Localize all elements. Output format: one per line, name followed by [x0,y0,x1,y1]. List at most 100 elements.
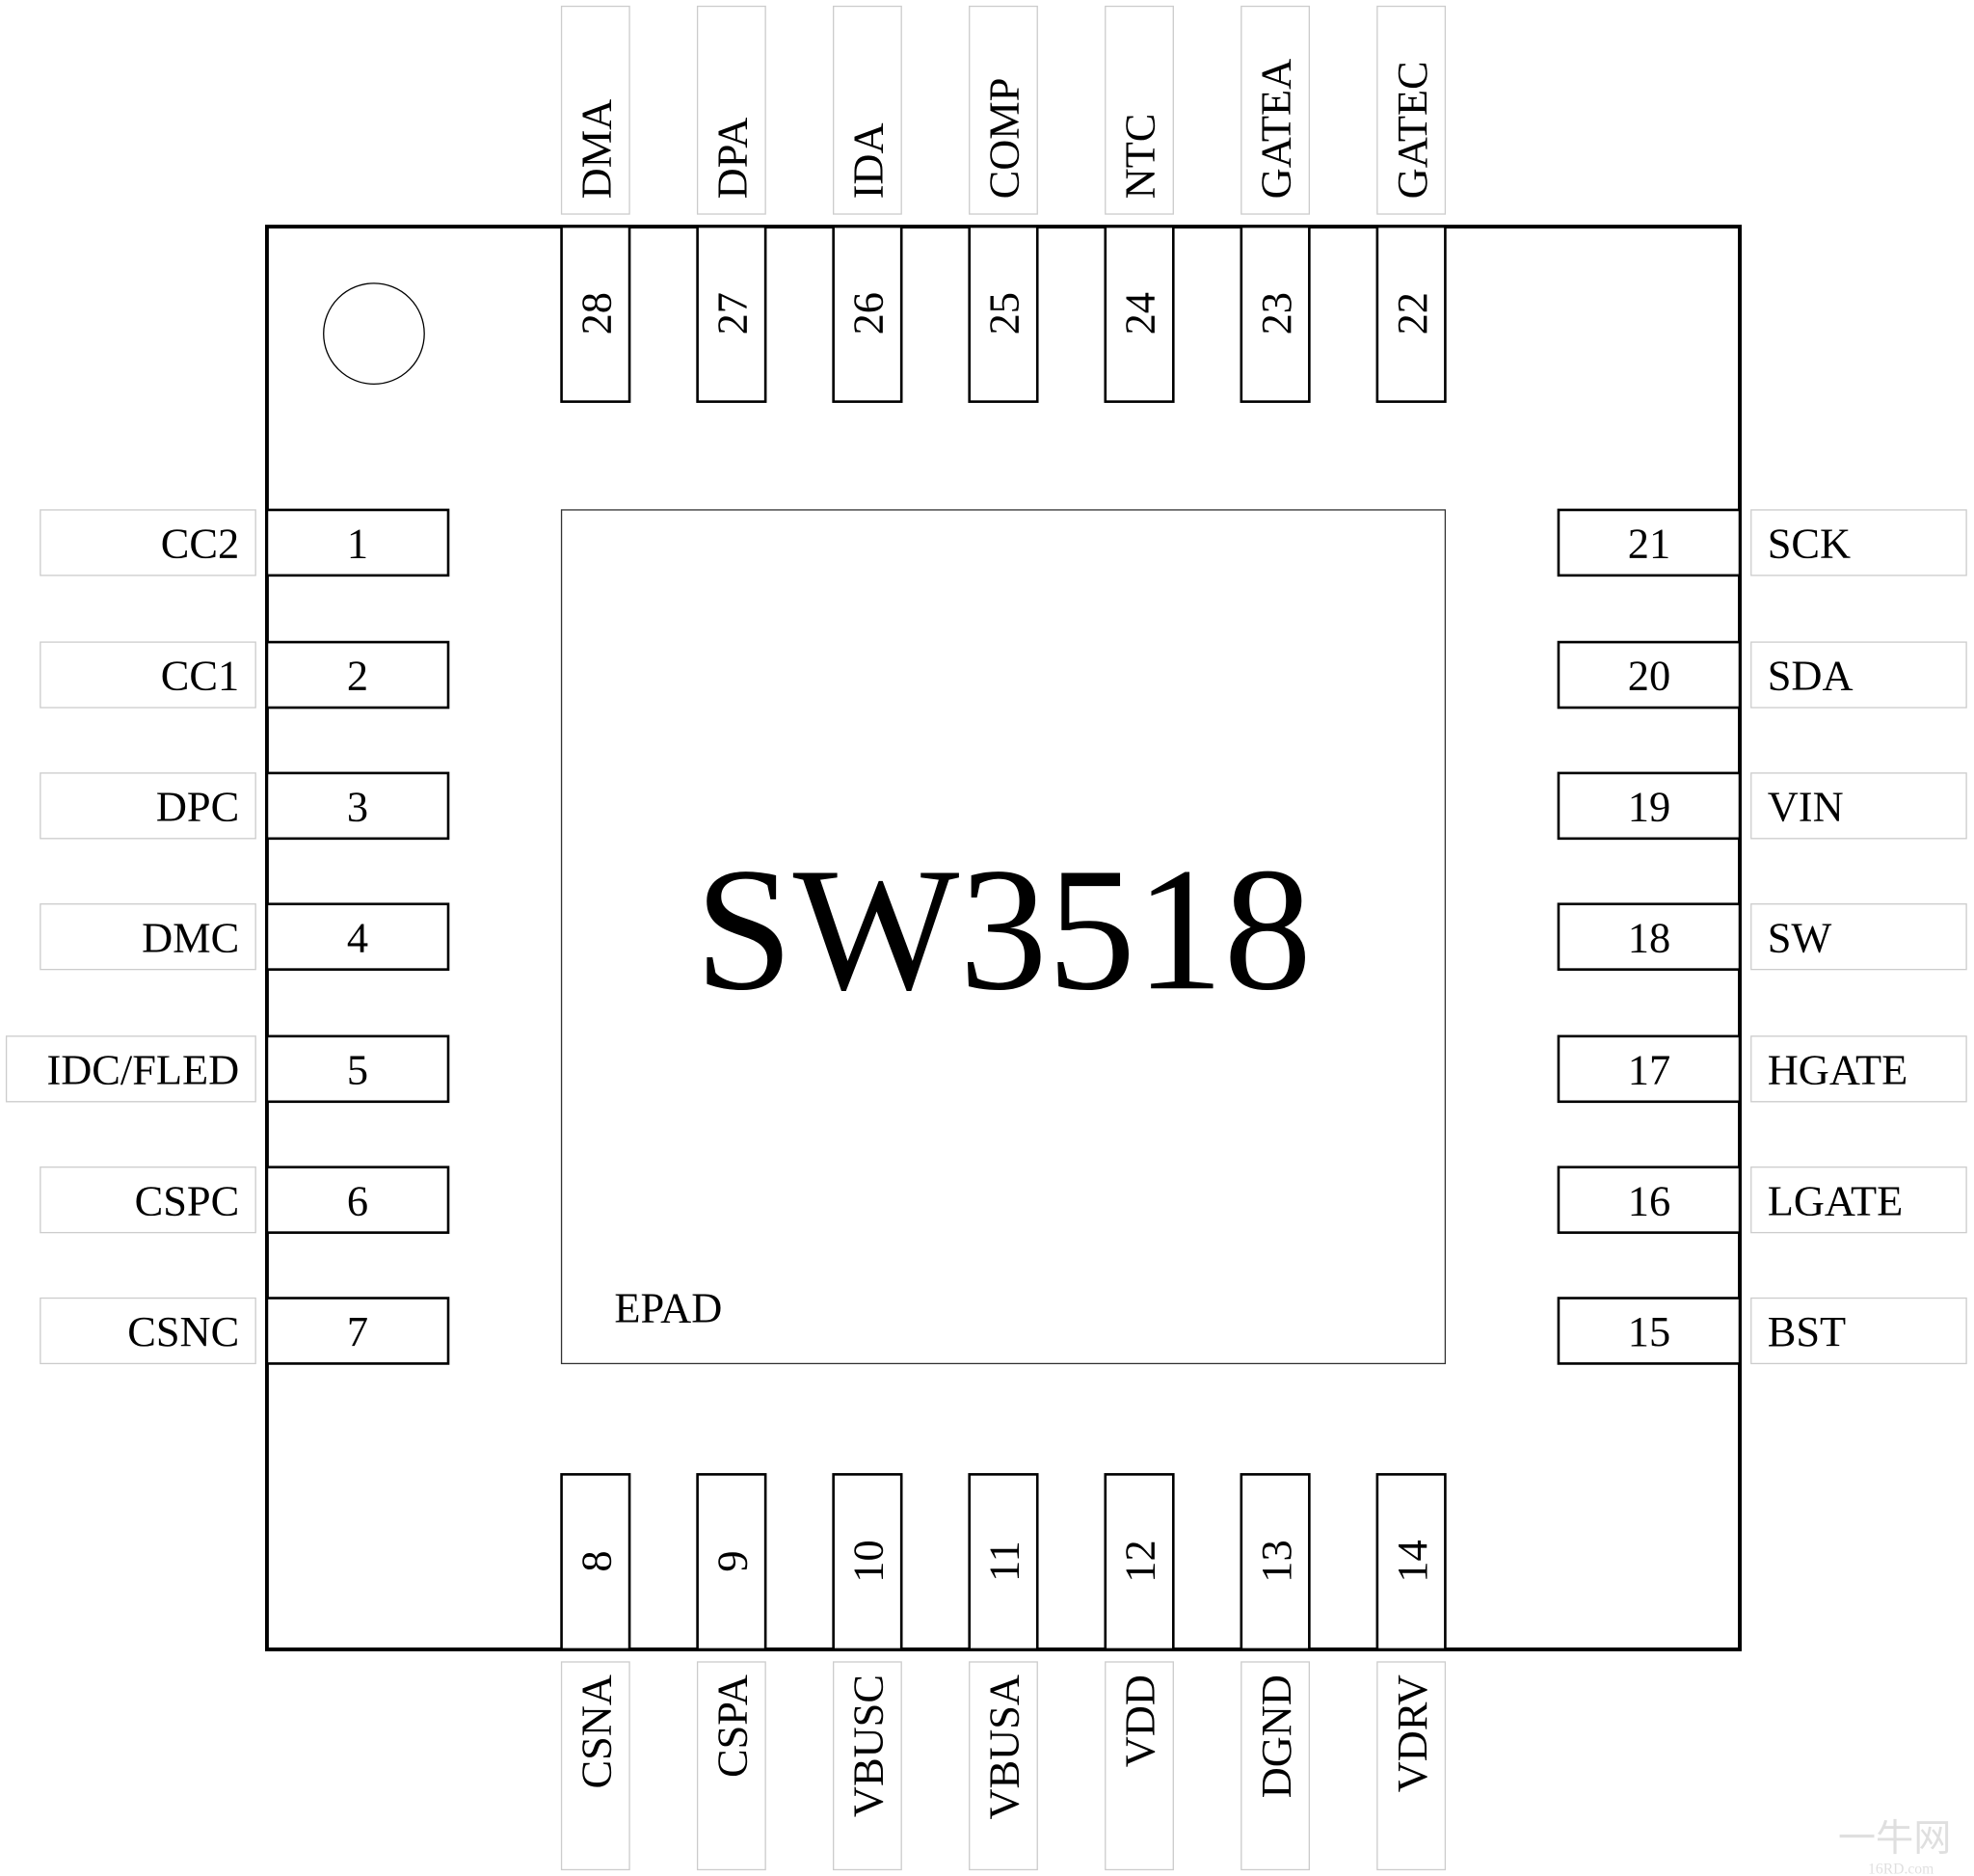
pin-27: 27 DPA [696,5,767,403]
pin-number: 16 [1628,1176,1670,1224]
pin-number: 3 [347,783,368,831]
chip-name: SW3518 [695,831,1312,1027]
pin-pad [265,902,450,971]
pin-label-box [1240,5,1310,215]
pin-label-box [560,5,630,215]
watermark: 一牛网 16RD.com [1838,1818,1952,1876]
pin-label-box [40,641,256,709]
pin-label-box [1105,5,1174,215]
pin-pad [1557,1166,1742,1234]
pin-number: 25 [980,292,1028,335]
pin-18: 18 SW [1557,902,1967,971]
pin1-marker [323,282,425,385]
pin-number: 24 [1116,292,1164,335]
watermark-text: 一牛网 [1838,1818,1952,1860]
pin-pad [560,225,631,403]
pin-pad [1104,1473,1175,1651]
pin-label: GATEA [1252,59,1300,199]
pin-label: VDRV [1388,1675,1436,1792]
pin-label-box [560,1661,630,1871]
pin-label-box [1240,1661,1310,1871]
pin-pad [1557,640,1742,710]
pin-label: SDA [1768,652,1854,700]
pin-number: 4 [347,913,368,961]
pin-label: HGATE [1768,1046,1907,1094]
pin-pad [696,1473,767,1651]
pin-pad [1557,508,1742,577]
pin-label-box [1750,509,1967,576]
pin-number: 20 [1628,652,1670,700]
pin-pad [265,771,450,841]
pin-label: DMA [572,99,620,200]
pin-19: 19 VIN [1557,771,1967,841]
pin-pad [1240,225,1311,403]
pin-label-box [5,1035,256,1103]
pin-number: 6 [347,1176,368,1224]
pin-label-box [969,1661,1038,1871]
pin-number: 18 [1628,913,1670,961]
pin-pad [560,1473,631,1651]
pin-pad [696,225,767,403]
pin-label-box [969,5,1038,215]
pin-label: SW [1768,913,1832,961]
pin-pad [1557,1297,1742,1365]
pin-number: 23 [1252,292,1300,335]
pin-label: CSPC [135,1176,240,1224]
pin-label-box [40,509,256,576]
pin-pad [1375,1473,1447,1651]
pin-pad [265,1297,450,1365]
pin-label-box [1750,772,1967,840]
pin-label-box [833,5,902,215]
pin-23: 23 GATEA [1240,5,1311,403]
pin-pad [265,508,450,577]
pin-number: 2 [347,652,368,700]
pin-label: DPA [708,118,757,200]
pin-label: CSPA [708,1675,757,1778]
pin-pad [265,1166,450,1234]
pin-label: CSNA [572,1675,620,1788]
pin-label: IDA [844,122,893,199]
pin-pad [1557,902,1742,971]
pin-label: VBUSC [844,1675,893,1817]
pin-24: 24 NTC [1104,5,1175,403]
pin-label: NTC [1116,114,1164,200]
pin-label-box [1750,1166,1967,1234]
pin-label-box [40,903,256,971]
pin-pad [265,640,450,710]
pin-6: 6 CSPC [40,1166,450,1234]
pin-number: 9 [708,1550,757,1571]
pin-label: GATEC [1388,61,1436,199]
pin-number: 13 [1252,1540,1300,1582]
pin-number: 10 [844,1540,893,1582]
pin-label: VIN [1768,783,1844,831]
pin-number: 22 [1388,292,1436,335]
pin-label-box [1750,1297,1967,1365]
pin-pad [968,1473,1039,1651]
pin-label-box [696,5,766,215]
pin-pad [265,1034,450,1104]
pin-number: 15 [1628,1307,1670,1355]
pin-number: 28 [572,292,620,335]
pin-number: 11 [980,1541,1028,1582]
pin-number: 19 [1628,783,1670,831]
pin-pad [832,1473,903,1651]
pin-number: 27 [708,292,757,335]
pin-number: 1 [347,520,368,568]
pin-label: DPC [156,783,239,831]
pin-label-box [1750,1035,1967,1103]
pin-3: 3 DPC [40,771,450,841]
